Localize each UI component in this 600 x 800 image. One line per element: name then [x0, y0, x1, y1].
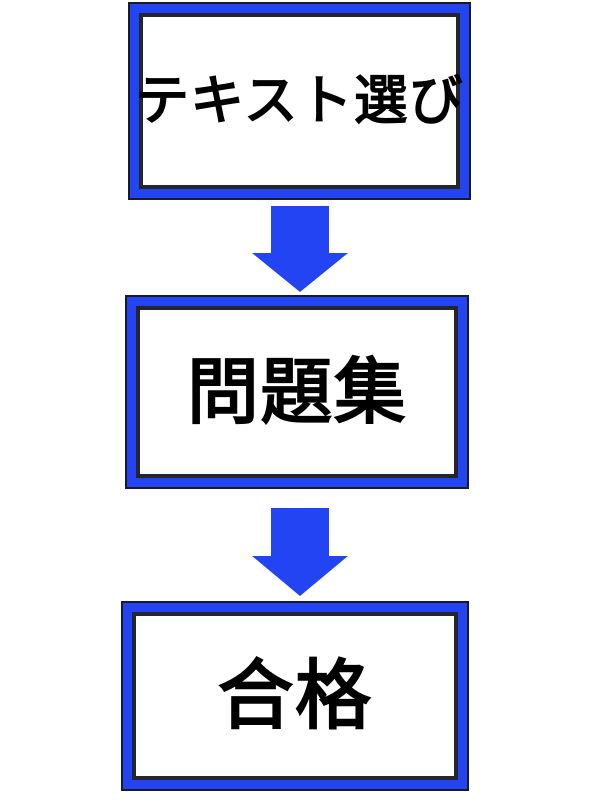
- down-arrow-icon: [252, 508, 348, 596]
- node-blue-border: 合格: [123, 603, 467, 789]
- node-inner-field: テキスト選び: [135, 13, 463, 189]
- node-blue-border: 問題集: [127, 297, 467, 487]
- flow-node-workbook[interactable]: 問題集: [125, 295, 469, 489]
- flow-node-pass[interactable]: 合格: [121, 601, 469, 791]
- flow-node-label: 合格: [217, 651, 373, 740]
- node-inner-field: 合格: [132, 612, 458, 780]
- flow-node-text-selection[interactable]: テキスト選び: [128, 2, 471, 200]
- flow-node-label: テキスト選び: [135, 69, 464, 132]
- node-blue-border: テキスト選び: [130, 4, 469, 198]
- node-inner-field: 問題集: [136, 306, 458, 478]
- down-arrow-icon: [252, 206, 348, 292]
- flow-node-label: 問題集: [186, 350, 408, 434]
